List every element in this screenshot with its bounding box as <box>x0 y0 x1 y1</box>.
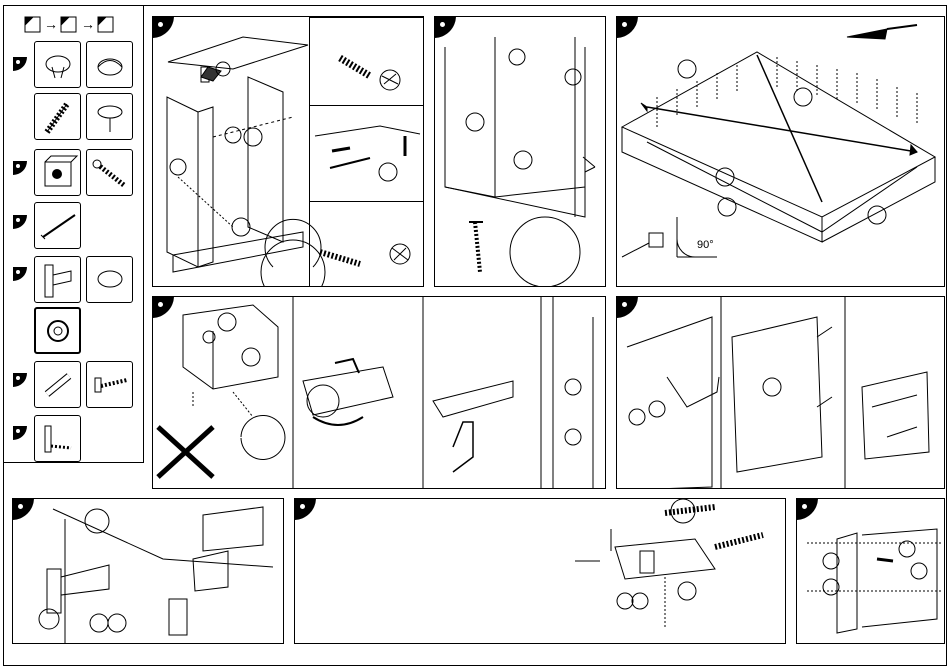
sequence-arrow-2: → <box>81 16 95 32</box>
round-peg-thumb[interactable] <box>86 93 133 140</box>
detail-cam-tighten <box>309 105 424 202</box>
sequence-arrow-1: → <box>44 16 58 32</box>
step-carcass-assembly-panel <box>152 16 424 287</box>
hanging-bracket-icon[interactable] <box>34 307 81 354</box>
hinge-plate-icon[interactable] <box>34 256 81 303</box>
parts-legend: → → <box>3 5 144 463</box>
cam-lock-icon[interactable] <box>34 149 81 196</box>
step-wall-fixing-panel <box>152 296 606 489</box>
step-hanging-panel <box>294 498 786 644</box>
dowel-pin-icon[interactable] <box>34 93 81 140</box>
wall-plug-icon[interactable] <box>34 361 81 408</box>
step-final-adjust-panel <box>796 498 945 644</box>
hanging-drawing <box>295 499 786 644</box>
confirmat-screw-icon[interactable] <box>86 149 133 196</box>
hook-screw-icon[interactable] <box>86 361 133 408</box>
cam-cap-thumb[interactable] <box>86 41 133 88</box>
hinge-adjust-drawing <box>13 499 284 644</box>
step-back-panel-nailing: 90° <box>616 16 945 287</box>
door-hinge-icon[interactable] <box>34 415 81 462</box>
detail-dowel-insert <box>309 17 424 106</box>
right-angle-label: 90° <box>697 239 714 251</box>
door-fitting-drawing <box>617 297 945 489</box>
cam-dome-thumb[interactable] <box>34 41 81 88</box>
shelf-support-icon[interactable] <box>86 256 133 303</box>
back-panel-drawing <box>617 17 945 287</box>
detail-screw-insert <box>309 201 424 287</box>
shelf-install-drawing <box>435 17 606 287</box>
step-door-fitting-panel <box>616 296 945 489</box>
wall-fixing-drawing <box>153 297 606 489</box>
step-hinge-adjust-panel <box>12 498 284 644</box>
step-shelf-install-panel <box>434 16 606 287</box>
final-adjust-drawing <box>797 499 945 644</box>
nail-icon[interactable] <box>34 202 81 249</box>
